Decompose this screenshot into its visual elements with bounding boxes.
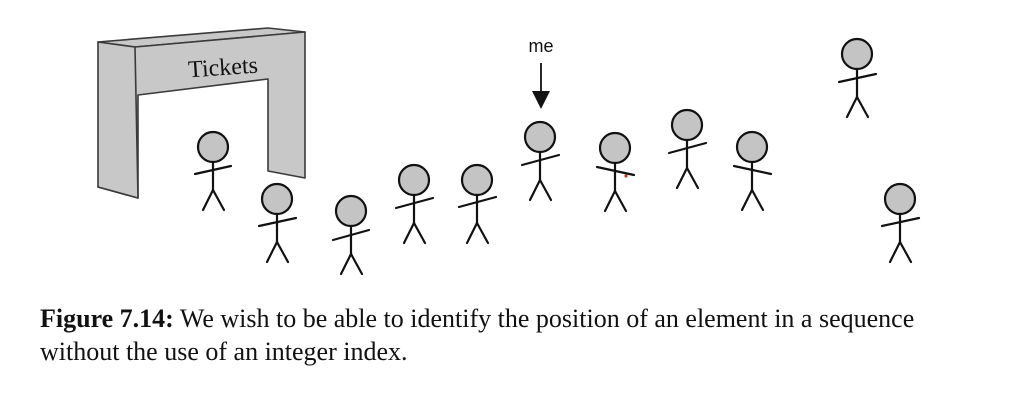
- tickets-sign: Tickets: [187, 53, 258, 84]
- queue-diagram: Tickets me: [97, 27, 921, 276]
- person-me: [520, 120, 561, 202]
- person-9: [732, 130, 773, 212]
- person-2: [257, 182, 298, 264]
- me-pointer: me: [528, 36, 554, 109]
- caption-label: Figure 7.14:: [40, 304, 174, 333]
- figure-caption: Figure 7.14: We wish to be able to ident…: [40, 302, 990, 368]
- ticket-booth: Tickets: [97, 27, 306, 199]
- person-7: [595, 131, 636, 213]
- caption-text: We wish to be able to identify the posit…: [40, 304, 915, 366]
- person-8: [667, 108, 708, 190]
- person-3: [331, 194, 371, 276]
- person-5: [457, 163, 498, 245]
- person-11: [880, 182, 921, 264]
- person-4: [394, 163, 435, 245]
- red-dot: [624, 174, 628, 178]
- me-label: me: [528, 36, 553, 56]
- person-10: [837, 37, 878, 119]
- person-1: [193, 130, 233, 212]
